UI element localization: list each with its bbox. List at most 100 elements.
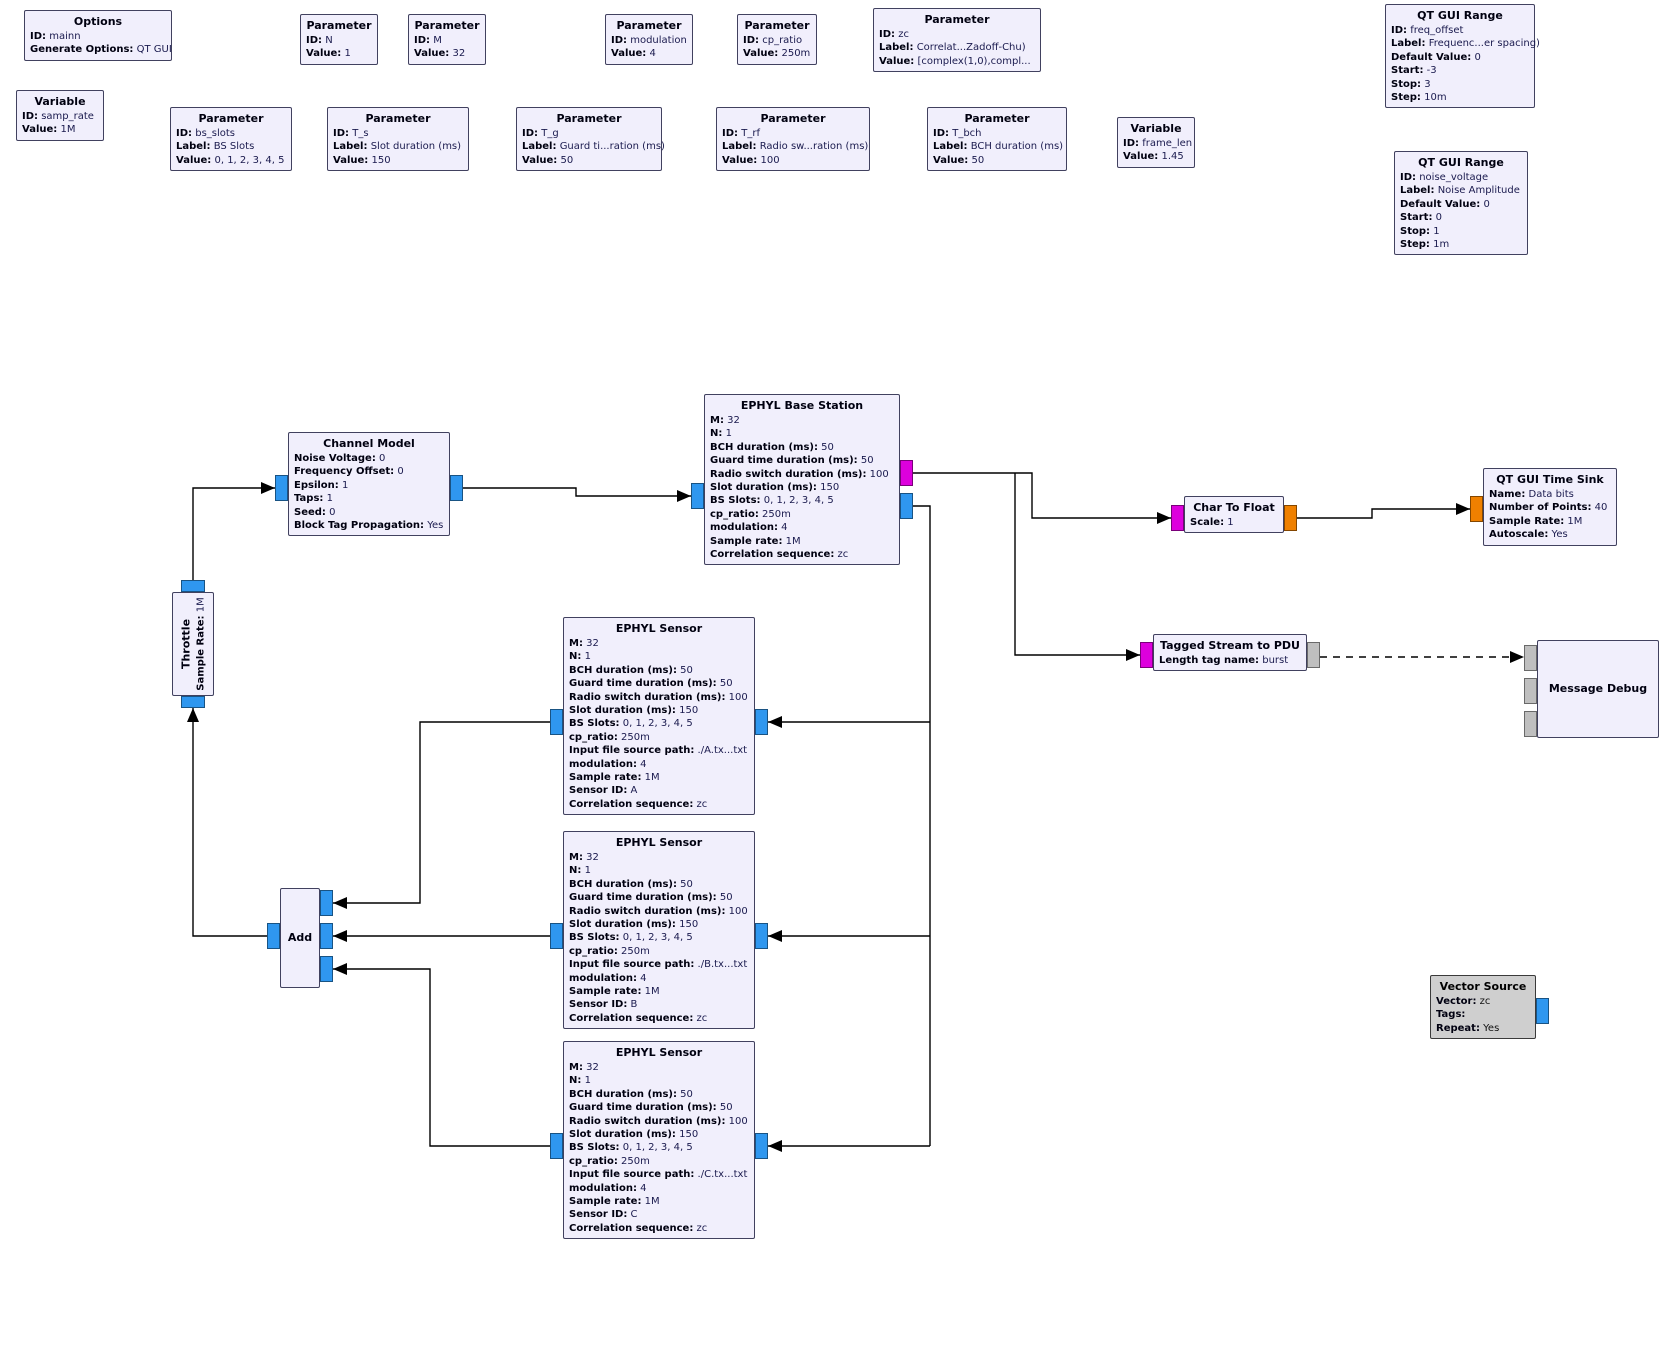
parameter-n-param-0: ID: N <box>306 35 333 46</box>
vector-source-title: Vector Source <box>1439 980 1527 993</box>
throttle-out-port[interactable] <box>181 580 205 592</box>
parameter-modulation-param-1: Value: 4 <box>611 48 656 60</box>
parameter-t-s-param-2: Value: 150 <box>333 154 391 166</box>
parameter-t-s-param-0: ID: T_s <box>333 128 369 139</box>
vector-source-out-port[interactable] <box>1536 998 1549 1024</box>
connection-base-station-sensor-trunk[interactable] <box>913 505 931 1146</box>
arrowhead-trunk-to-sensor-a <box>768 716 782 728</box>
variable-samp-rate-title: Variable <box>34 95 86 108</box>
connection-channel-model-to-base-station[interactable] <box>463 487 691 497</box>
connection-char-to-float-to-time-sink[interactable] <box>1297 508 1470 519</box>
variable-samp-rate-param-0: ID: samp_rate <box>22 111 94 122</box>
parameter-bs-slots-param-0: ID: bs_slots <box>176 128 236 139</box>
tagged-stream-to-pdu-msg-out-port[interactable] <box>1307 642 1320 668</box>
ephyl-sensor-a-param-8: Input file source path: ./A.tx...txt <box>569 745 748 757</box>
message-debug-in0-port[interactable] <box>1524 645 1537 671</box>
throttle-in-port[interactable] <box>181 696 205 708</box>
qt-gui-range-freq-offset-param-4: Stop: 3 <box>1391 78 1431 90</box>
channel-model-out-port[interactable] <box>450 475 463 501</box>
ephyl-sensor-b-param-10: Sample rate: 1M <box>569 986 660 998</box>
parameter-modulation-title: Parameter <box>616 19 682 32</box>
variable-frame-len-title: Variable <box>1130 122 1182 135</box>
ephyl-sensor-c-param-3: Guard time duration (ms): 50 <box>569 1102 733 1114</box>
connection-sensor-c-to-add[interactable] <box>333 968 550 1147</box>
connection-base-station-to-tagged-stream[interactable] <box>1014 473 1140 656</box>
tagged-stream-to-pdu-param-0: Length tag name: burst <box>1159 655 1289 666</box>
arrowhead-sensor-b-to-add <box>333 930 347 942</box>
ephyl-sensor-a-param-0: M: 32 <box>569 638 599 649</box>
connection-sensor-a-to-add[interactable] <box>333 721 550 904</box>
message-debug-title: Message Debug <box>1548 682 1648 695</box>
ephyl-sensor-b-in-port[interactable] <box>755 923 768 949</box>
ephyl-base-station-out-port[interactable] <box>900 493 913 519</box>
channel-model-in-port[interactable] <box>275 475 288 501</box>
connection-add-to-throttle[interactable] <box>192 708 267 937</box>
vector-source-param-0: Vector: zc <box>1436 996 1491 1007</box>
ephyl-sensor-c-param-8: Input file source path: ./C.tx...txt <box>569 1169 748 1181</box>
ephyl-base-station-param-0: M: 32 <box>710 415 740 426</box>
qt-gui-time-sink-param-1: Number of Points: 40 <box>1489 502 1608 514</box>
qt-gui-range-noise-voltage-param-3: Start: 0 <box>1400 212 1443 224</box>
ephyl-sensor-c-in-port[interactable] <box>755 1133 768 1159</box>
message-debug-in2-port[interactable] <box>1524 711 1537 737</box>
add-in1-port[interactable] <box>320 923 333 949</box>
add-in2-port[interactable] <box>320 956 333 982</box>
channel-model-title: Channel Model <box>323 437 415 450</box>
channel-model-param-5: Block Tag Propagation: Yes <box>294 520 444 532</box>
qt-gui-range-noise-voltage-param-2: Default Value: 0 <box>1400 198 1490 210</box>
ephyl-sensor-a-param-6: BS Slots: 0, 1, 2, 3, 4, 5 <box>569 718 693 730</box>
channel-model-param-3: Taps: 1 <box>294 493 333 505</box>
parameter-t-s-param-1: Label: Slot duration (ms) <box>333 141 462 153</box>
qt-gui-range-noise-voltage-param-1: Label: Noise Amplitude <box>1400 185 1520 197</box>
message-debug-in1-port[interactable] <box>1524 678 1537 704</box>
block-message-debug[interactable]: Message Debug <box>1537 640 1659 738</box>
ephyl-base-station-msg-out-port[interactable] <box>900 460 913 486</box>
block-add[interactable]: Add <box>280 888 320 988</box>
ephyl-sensor-a-out-port[interactable] <box>550 709 563 735</box>
add-in0-port[interactable] <box>320 890 333 916</box>
char-to-float-title: Char To Float <box>1193 501 1275 514</box>
char-to-float-in-port[interactable] <box>1171 505 1184 531</box>
tagged-stream-to-pdu-in-port[interactable] <box>1140 642 1153 668</box>
add-out-port[interactable] <box>267 923 280 949</box>
connection-base-station-to-char-to-float[interactable] <box>913 472 1171 519</box>
ephyl-sensor-c-param-4: Radio switch duration (ms): 100 <box>569 1115 748 1127</box>
ephyl-sensor-c-param-0: M: 32 <box>569 1062 599 1073</box>
ephyl-base-station-in-port[interactable] <box>691 483 704 509</box>
parameter-m-param-1: Value: 32 <box>414 48 466 60</box>
ephyl-sensor-b-param-2: BCH duration (ms): 50 <box>569 878 693 890</box>
ephyl-sensor-a-in-port[interactable] <box>755 709 768 735</box>
connection-throttle-to-channel-model[interactable] <box>192 487 275 580</box>
ephyl-sensor-b-out-port[interactable] <box>550 923 563 949</box>
arrowhead-sensor-a-to-add <box>333 897 347 909</box>
ephyl-sensor-c-out-port[interactable] <box>550 1133 563 1159</box>
qt-gui-time-sink-in-port[interactable] <box>1470 496 1483 522</box>
char-to-float-out-port[interactable] <box>1284 505 1297 531</box>
